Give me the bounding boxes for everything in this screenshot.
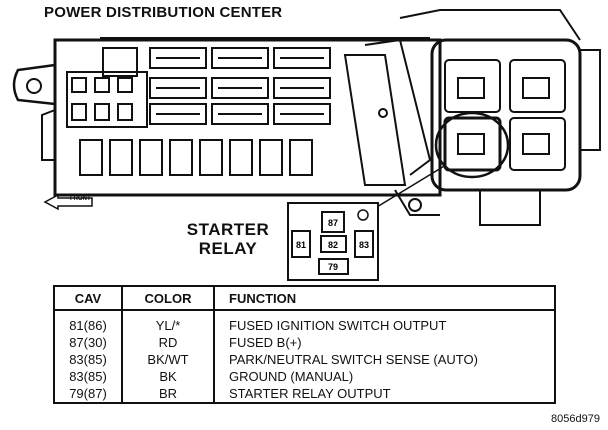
function-cell: STARTER RELAY OUTPUT <box>213 385 555 403</box>
function-cell: FUSED IGNITION SWITCH OUTPUT <box>213 310 555 334</box>
color-cell: YL/* <box>121 310 214 334</box>
color-cell: BK/WT <box>121 351 214 368</box>
starter-relay-pinout: 87 81 82 83 79 <box>287 202 379 281</box>
table-row: 83(85) BK GROUND (MANUAL) <box>54 368 555 385</box>
starter-relay-title-line2: RELAY <box>198 239 258 258</box>
figure-code: 8056d979 <box>551 413 600 425</box>
color-cell: BK <box>121 368 214 385</box>
header-color: COLOR <box>121 286 214 311</box>
header-cav: CAV <box>54 286 122 311</box>
cav-cell: 87(30) <box>69 335 107 350</box>
relay-pin-87: 87 <box>328 218 338 228</box>
table-row: 87(30) RD FUSED B(+) <box>54 334 555 351</box>
power-distribution-center-diagram: 87 81 82 83 79 <box>12 9 601 281</box>
cav-cell: 83(85) <box>69 369 107 384</box>
relay-pin-82: 82 <box>328 240 338 250</box>
relay-pin-81: 81 <box>296 240 306 250</box>
relay-pin-83: 83 <box>359 240 369 250</box>
table-row: 81(86) YL/* FUSED IGNITION SWITCH OUTPUT <box>54 310 555 334</box>
color-cell: BR <box>121 385 214 403</box>
function-cell: FUSED B(+) <box>213 334 555 351</box>
front-arrow-label: FRONT <box>70 196 91 202</box>
function-cell: PARK/NEUTRAL SWITCH SENSE (AUTO) <box>213 351 555 368</box>
function-cell: GROUND (MANUAL) <box>213 368 555 385</box>
color-cell: RD <box>121 334 214 351</box>
cav-cell: 83(85) <box>69 352 107 367</box>
relay-pin-79: 79 <box>328 262 338 272</box>
cav-cell: 79(87) <box>69 386 107 401</box>
cav-cell: 81(86) <box>69 318 107 333</box>
starter-relay-title-line1: STARTER <box>186 220 270 239</box>
pinout-table: CAV COLOR FUNCTION 81(86) YL/* FUSED IGN… <box>53 285 556 404</box>
table-row: 79(87) BR STARTER RELAY OUTPUT <box>54 385 555 403</box>
table-row: 83(85) BK/WT PARK/NEUTRAL SWITCH SENSE (… <box>54 351 555 368</box>
header-function: FUNCTION <box>213 286 555 311</box>
starter-relay-title: STARTER RELAY <box>180 220 276 258</box>
diagram-title: POWER DISTRIBUTION CENTER <box>44 4 283 21</box>
